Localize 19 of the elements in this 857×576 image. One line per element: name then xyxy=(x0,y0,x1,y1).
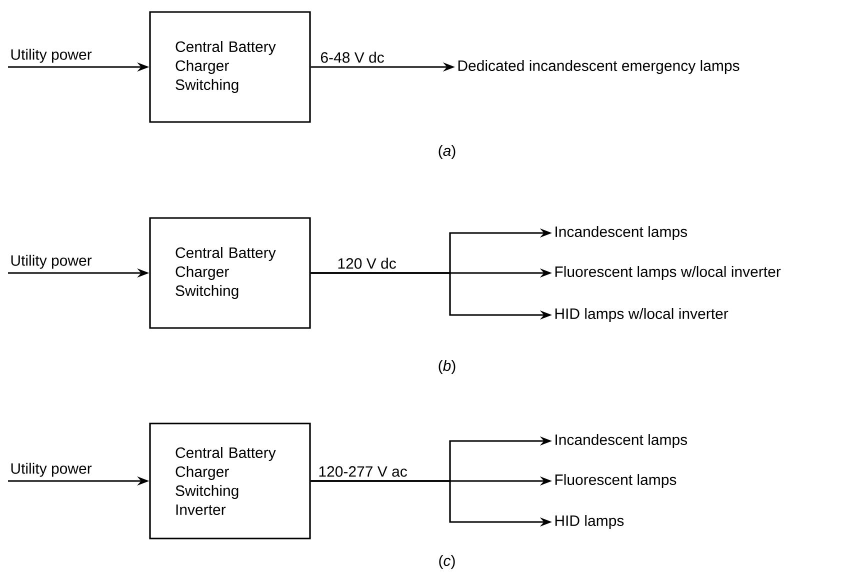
edge-label: Utility power xyxy=(11,48,92,63)
edge-label: Utility power xyxy=(11,254,92,269)
lamp-label: Incandescent lamps xyxy=(556,434,688,448)
process-box: Central Battery Charger Switching Inverter xyxy=(149,422,311,540)
panel-caption: (a) xyxy=(438,145,456,159)
lamp-label: Dedicated incandescent emergency lamps xyxy=(458,60,740,74)
panel-caption: (c) xyxy=(439,555,455,569)
lamp-label: Fluorescent lamps xyxy=(555,474,676,488)
process-box: Central Battery Charger Switching xyxy=(149,217,311,329)
lamp-label: HID lamps xyxy=(555,515,624,529)
edge-label: 6-48 V dc xyxy=(320,52,384,63)
panel-caption: (b) xyxy=(438,360,456,374)
lamp-label: HID lamps w/local inverter xyxy=(555,308,728,322)
lamp-label: Incandescent lamps xyxy=(556,226,688,240)
edge-label: 120-277 V ac xyxy=(319,466,408,477)
lamp-label: Fluorescent lamps w/local inverter xyxy=(555,266,781,280)
edge-label: 120 V dc xyxy=(338,258,396,269)
process-box: Central Battery Charger Switching xyxy=(149,11,311,123)
edge-label: Utility power xyxy=(11,462,92,477)
